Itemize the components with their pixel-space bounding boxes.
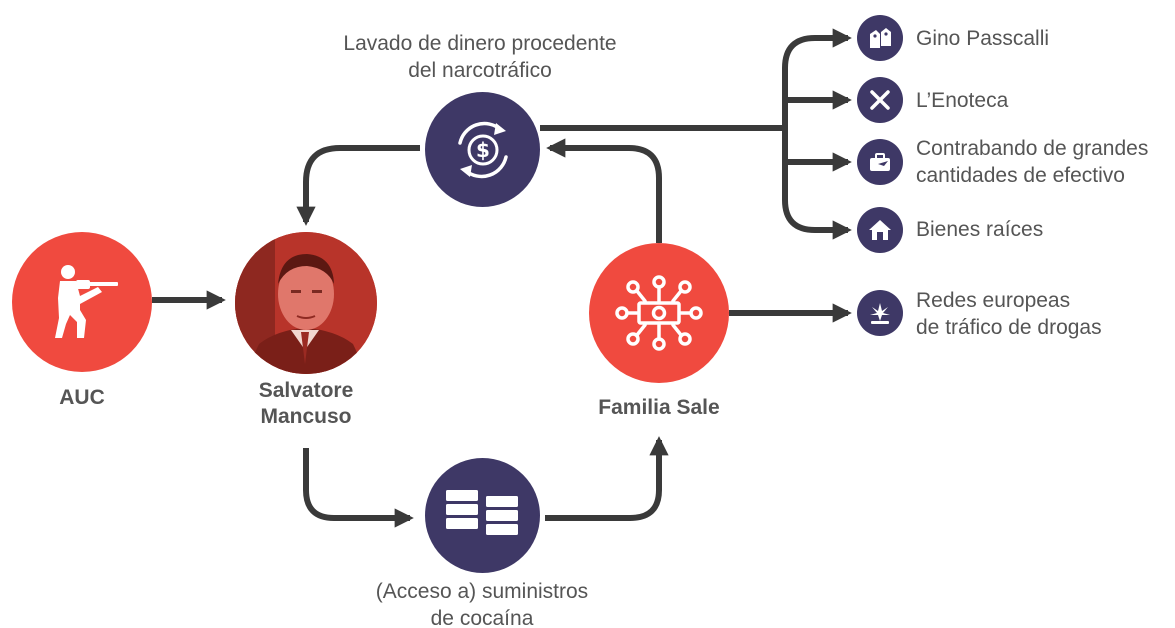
house-icon [869,220,891,240]
bienes-raices-label: Bienes raíces [916,218,1044,241]
familia-sale-label: Familia Sale [598,396,720,419]
enoteca-label: L’Enoteca [916,89,1009,112]
mancuso-label: Salvatore Mancuso [258,379,354,428]
svg-text:$: $ [476,138,490,162]
cocaine-label: (Acceso a) suministros de cocaína [375,580,589,628]
drug-plant-icon [870,303,890,324]
arrow-branch-bienes [782,162,852,240]
redes-europeas-node [857,290,903,336]
contrabando-label: Contrabando de grandes cantidades de efe… [916,137,1149,187]
auc-node [12,232,152,372]
rifleman-icon [55,265,118,338]
bienes-raices-node [857,207,903,253]
contrabando-node [857,139,903,185]
shopping-tags-icon [870,28,891,48]
briefcase-plane-icon [870,153,890,171]
arrow-laundering-to-mancuso [296,145,420,226]
familia-sale-node [589,243,729,383]
redes-europeas-label: Redes europeas de tráfico de drogas [916,289,1102,339]
laundering-label: Lavado de dinero procedente del narcotrá… [343,32,617,82]
auc-label: AUC [59,386,105,409]
money-network-icon [615,275,703,351]
gino-passcalli-label: Gino Passcalli [916,27,1050,50]
fork-knife-icon [870,90,890,110]
arrow-branch-contrabando [782,128,852,172]
portrait-image [235,232,377,374]
cocaine-supply-node [425,458,540,573]
arrow-sale-to-laundering [546,138,662,243]
money-laundering-node: $ [425,92,540,207]
arrow-cocaine-to-sale [545,436,669,521]
dollar-cycle-icon: $ [457,121,508,178]
cocaine-bricks-icon [445,489,518,535]
arrow-branch-gino [782,28,852,128]
enoteca-node [857,77,903,123]
gino-passcalli-node [857,15,903,61]
arrow-mancuso-to-cocaine [303,448,414,528]
mancuso-photo [235,232,377,374]
